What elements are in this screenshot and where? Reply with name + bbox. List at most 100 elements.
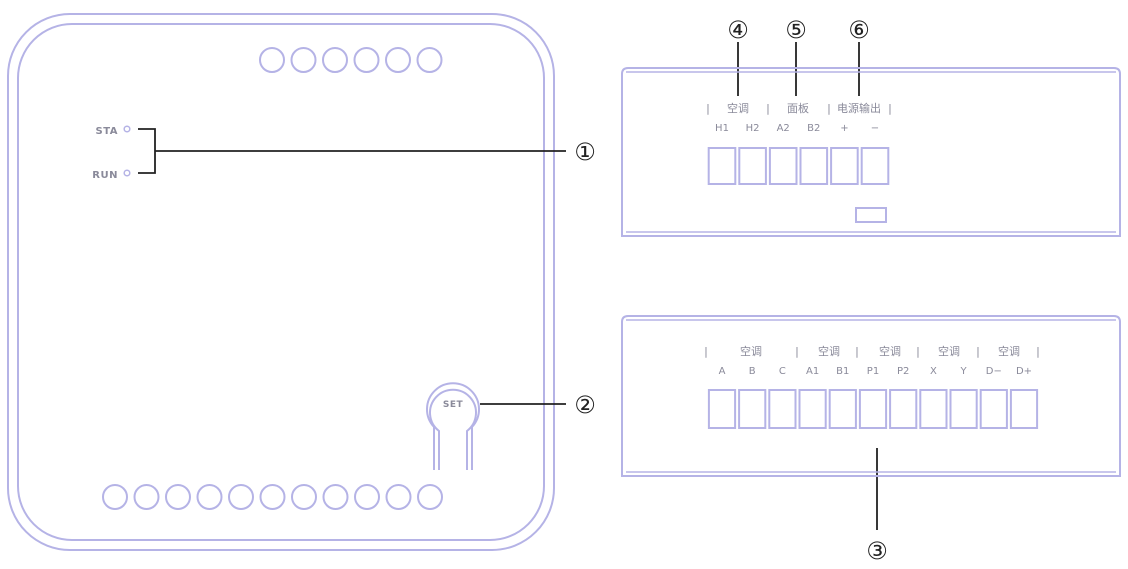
bottom-terminal-row: A B C A1 B1 P1 P2 X Y D− D+ xyxy=(707,366,1039,429)
bottom-terminal-label: D+ xyxy=(1016,366,1032,377)
bottom-terminal-label: Y xyxy=(960,366,968,377)
bottom-terminal-label: P1 xyxy=(867,366,879,377)
set-button-outer-outline xyxy=(426,382,480,470)
set-button[interactable]: SET xyxy=(426,382,480,470)
top-terminal-slot xyxy=(768,147,798,185)
sta-led-label: STA xyxy=(96,126,119,137)
top-connector-body xyxy=(621,67,1121,237)
bottom-terminal-label: X xyxy=(930,366,937,377)
bottom-vent-hole xyxy=(354,484,380,510)
bottom-connector-body xyxy=(621,315,1121,477)
bottom-terminal-slot xyxy=(798,389,827,429)
bottom-terminal-slot xyxy=(979,389,1008,429)
top-separator: | xyxy=(766,102,770,115)
bottom-terminal-slot xyxy=(949,389,978,429)
top-separator: | xyxy=(827,102,831,115)
bottom-vent-hole xyxy=(196,484,223,510)
bottom-terminal-label: C xyxy=(779,366,786,377)
bottom-terminal-label: P2 xyxy=(897,366,909,377)
bottom-vent-row xyxy=(102,484,443,510)
bottom-vent-hole xyxy=(259,484,286,510)
bottom-group-label: 空调 xyxy=(998,344,1020,358)
top-terminal-label: H2 xyxy=(746,123,760,134)
bottom-vent-hole xyxy=(291,484,317,510)
set-button-inner-outline xyxy=(429,388,477,470)
front-panel: STA RUN SET xyxy=(7,13,555,551)
bottom-terminal-label: A1 xyxy=(806,366,819,377)
bottom-group-label: 空调 xyxy=(740,344,762,358)
callouts: ① ② ③ ④ ⑤ ⑥ xyxy=(574,16,888,565)
bottom-terminal-label: B xyxy=(749,366,756,377)
callout-2: ② xyxy=(574,391,596,419)
callout-1: ① xyxy=(574,138,596,166)
bottom-separator: | xyxy=(976,345,980,358)
bottom-terminal-label: D− xyxy=(986,366,1002,377)
bottom-separator: | xyxy=(855,345,859,358)
run-led-dot xyxy=(123,169,131,177)
bottom-terminal-slot xyxy=(919,389,948,429)
top-vent-row xyxy=(259,47,443,73)
bottom-separator: | xyxy=(704,345,708,358)
bottom-terminal-slot xyxy=(707,389,737,429)
top-group-panel-label: 面板 xyxy=(787,101,809,115)
bottom-vent-hole xyxy=(322,484,349,510)
set-button-label: SET xyxy=(443,400,464,410)
bottom-connector-view: | | | | | | 空调 空调 空调 空调 空调 A B C A1 B1 P1 P2 X Y… xyxy=(621,315,1121,477)
bottom-terminal-slot xyxy=(1009,389,1039,429)
bottom-vent-hole xyxy=(385,484,412,510)
bottom-group-label: 空调 xyxy=(938,344,960,358)
run-led-label: RUN xyxy=(92,170,118,181)
bottom-separator: | xyxy=(795,345,799,358)
bottom-vent-hole xyxy=(165,484,191,510)
leader-1-bracket xyxy=(138,128,156,174)
top-vent-hole xyxy=(290,47,317,73)
top-group-power-output-label: 电源输出 xyxy=(837,101,881,115)
top-terminal-label: A2 xyxy=(777,123,790,134)
bottom-separator: | xyxy=(916,345,920,358)
callout-6: ⑥ xyxy=(848,16,870,44)
bottom-vent-hole xyxy=(133,484,160,510)
top-terminal-slot xyxy=(860,147,890,185)
bottom-terminal-slot xyxy=(768,389,797,429)
callout-4: ④ xyxy=(727,16,749,44)
bottom-vent-hole xyxy=(102,484,128,510)
callout-5: ⑤ xyxy=(785,16,807,44)
top-terminal-row: H1 H2 A2 B2 + − xyxy=(707,123,890,185)
top-connector-latch xyxy=(855,207,887,223)
top-separator: | xyxy=(706,102,710,115)
leader-lines xyxy=(138,42,878,530)
bottom-group-label: 空调 xyxy=(818,344,840,358)
top-group-ac-label: 空调 xyxy=(727,101,749,115)
top-terminal-slot xyxy=(707,147,737,185)
sta-led: STA xyxy=(96,125,131,137)
top-vent-hole xyxy=(353,47,380,73)
top-vent-hole xyxy=(322,47,348,73)
top-terminal-slot xyxy=(830,147,859,185)
top-terminal-label: − xyxy=(871,123,879,134)
top-separator: | xyxy=(888,102,892,115)
top-terminal-label: + xyxy=(840,123,848,134)
callout-3: ③ xyxy=(866,537,888,565)
sta-led-dot xyxy=(123,125,131,133)
front-panel-inner-outline xyxy=(17,23,545,541)
top-connector-view: | | | | 空调 面板 电源输出 H1 H2 A2 B2 + − xyxy=(621,67,1121,237)
bottom-separator: | xyxy=(1036,345,1040,358)
bottom-terminal-slot xyxy=(858,389,888,429)
bottom-vent-hole xyxy=(417,484,443,510)
top-vent-hole xyxy=(259,47,285,73)
bottom-terminal-label: B1 xyxy=(836,366,849,377)
bottom-terminal-slot xyxy=(738,389,767,429)
bottom-terminal-label: A xyxy=(719,366,726,377)
bottom-vent-hole xyxy=(228,484,254,510)
top-terminal-slot xyxy=(738,147,767,185)
run-led: RUN xyxy=(92,169,131,181)
bottom-group-label: 空调 xyxy=(879,344,901,358)
top-terminal-label: H1 xyxy=(715,123,729,134)
top-terminal-slot xyxy=(799,147,829,185)
bottom-terminal-slot xyxy=(889,389,918,429)
top-vent-hole xyxy=(416,47,443,73)
top-terminal-label: B2 xyxy=(807,123,820,134)
bottom-terminal-slot xyxy=(828,389,857,429)
top-vent-hole xyxy=(385,47,411,73)
